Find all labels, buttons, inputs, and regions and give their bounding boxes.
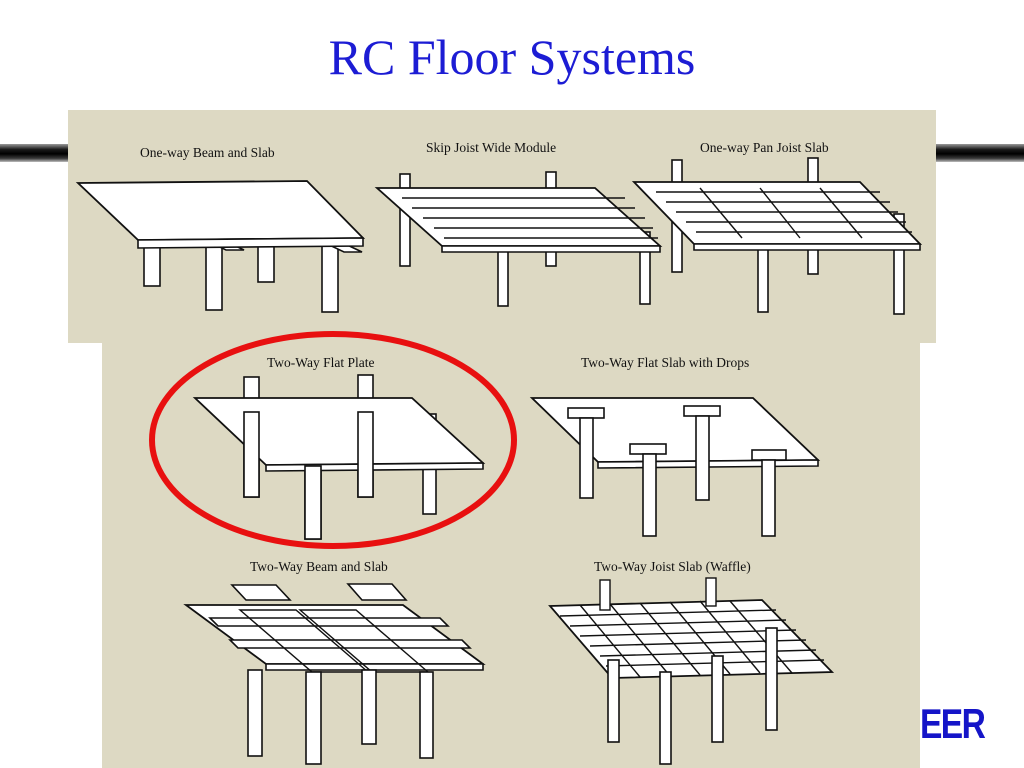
drawing-two-way-joist-slab-waffle (548, 577, 835, 765)
caption-two-way-flat-plate: Two-Way Flat Plate (267, 355, 375, 370)
caption-two-way-flat-slab-with-drops: Two-Way Flat Slab with Drops (581, 355, 750, 370)
slide-title: RC Floor Systems (328, 29, 696, 85)
drawing-two-way-flat-plate (192, 374, 486, 540)
header-rule-right (934, 144, 1024, 162)
header-rule-left (0, 144, 70, 162)
logo-text: EER (920, 700, 986, 747)
drawing-skip-joist-wide-module (374, 171, 663, 307)
drawing-two-way-flat-slab-with-drops (529, 397, 821, 537)
drawing-two-way-beam-and-slab (183, 583, 486, 765)
caption-two-way-beam-and-slab: Two-Way Beam and Slab (250, 559, 388, 574)
caption-two-way-joist-slab-waffle: Two-Way Joist Slab (Waffle) (594, 559, 751, 574)
drawing-one-way-pan-joist-slab (631, 157, 923, 315)
caption-skip-joist-wide-module: Skip Joist Wide Module (426, 140, 557, 155)
highlight-ring (149, 331, 517, 549)
caption-one-way-pan-joist-slab: One-way Pan Joist Slab (700, 140, 829, 155)
drawing-one-way-beam-and-slab (75, 180, 366, 313)
caption-one-way-beam-and-slab: One-way Beam and Slab (140, 145, 275, 160)
